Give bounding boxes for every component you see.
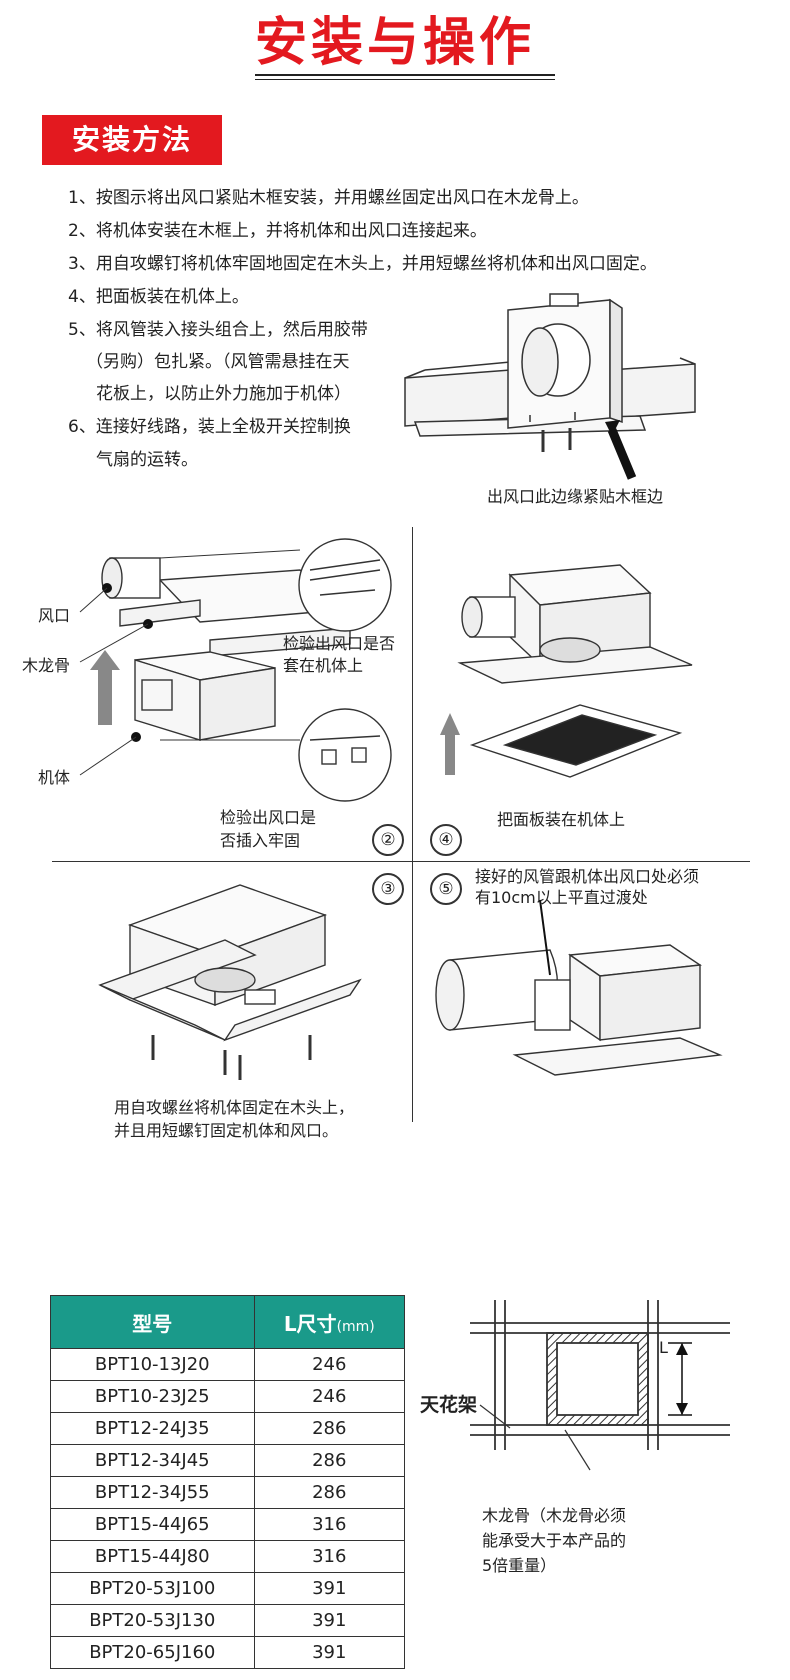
size-cell: 246 <box>253 1380 406 1413</box>
model-cell: BPT15-44J80 <box>50 1540 255 1573</box>
panel5-note-line1: 接好的风管跟机体出风口处必须 <box>475 867 700 886</box>
model-cell: BPT20-53J130 <box>50 1604 255 1637</box>
model-cell: BPT12-34J45 <box>50 1444 255 1477</box>
size-cell: 391 <box>253 1604 406 1637</box>
model-cell: BPT15-44J65 <box>50 1508 255 1541</box>
size-cell: 286 <box>253 1476 406 1509</box>
panel5-illustration <box>435 899 723 1076</box>
size-label: L尺寸 <box>283 1311 337 1336</box>
ceiling-frame-diagram <box>470 1300 730 1471</box>
step-3: 3、用自攻螺钉将机体牢固地固定在木头上，并用短螺丝将机体和出风口固定。 <box>68 254 657 274</box>
panel2-illustration <box>79 538 392 802</box>
panel-divider-horizontal <box>52 861 750 862</box>
size-unit: (mm) <box>336 1318 375 1335</box>
keel-note-line2: 能承受大于本产品的 <box>482 1531 627 1550</box>
check1-line1: 检验出风口是否 <box>283 634 396 653</box>
model-cell: BPT12-24J35 <box>50 1412 255 1445</box>
step-2: 2、将机体安装在木框上，并将机体和出风口连接起来。 <box>68 221 487 241</box>
size-cell: 286 <box>253 1444 406 1477</box>
size-cell: 286 <box>253 1412 406 1445</box>
size-cell: 316 <box>253 1540 406 1573</box>
model-cell: BPT10-23J25 <box>50 1380 255 1413</box>
step-6-line2: 气扇的运转。 <box>96 450 198 470</box>
keel-note-line1: 木龙骨（木龙骨必须 <box>482 1506 627 1525</box>
panel3-caption-line2: 并且用短螺钉固定机体和风口。 <box>114 1121 339 1140</box>
step-number-3: ③ <box>372 873 404 905</box>
panel3-illustration <box>98 884 362 1080</box>
step-4: 4、把面板装在机体上。 <box>68 287 249 307</box>
check2-line2: 否插入牢固 <box>220 831 301 850</box>
size-cell: 391 <box>253 1572 406 1605</box>
model-cell: BPT20-65J160 <box>50 1636 255 1669</box>
keel-note-line3: 5倍重量） <box>482 1556 557 1575</box>
step-5-line3: 花板上，以防止外力施加于机体） <box>96 384 351 404</box>
step-5-line1: 5、将风管装入接头组合上，然后用胶带 <box>68 320 368 340</box>
title-underline-thin <box>255 79 555 80</box>
model-cell: BPT10-13J20 <box>50 1348 255 1381</box>
panel3-caption-line1: 用自攻螺丝将机体固定在木头上， <box>114 1098 355 1117</box>
step-6-line1: 6、连接好线路，装上全极开关控制换 <box>68 417 351 437</box>
step-5-line2: （另购）包扎紧。（风管需悬挂在天 <box>86 352 350 372</box>
size-cell: 316 <box>253 1508 406 1541</box>
size-cell: 391 <box>253 1636 406 1669</box>
outlet-frame-illustration <box>404 293 696 480</box>
panel-divider-vertical <box>412 527 413 1122</box>
size-cell: 246 <box>253 1348 406 1381</box>
step-number-5: ⑤ <box>430 873 462 905</box>
panel5-note-line2: 有10cm以上平直过渡处 <box>475 888 648 907</box>
table-header-size: L尺寸(mm) <box>253 1295 406 1349</box>
label-keel: 木龙骨 <box>22 656 71 675</box>
label-outlet: 风口 <box>38 606 71 625</box>
check1-line2: 套在机体上 <box>283 656 364 675</box>
step-number-4: ④ <box>430 824 462 856</box>
model-cell: BPT20-53J100 <box>50 1572 255 1605</box>
ceiling-label: 天花架 <box>420 1394 478 1416</box>
check2-line1: 检验出风口是 <box>220 808 317 827</box>
title-underline <box>255 74 555 76</box>
panel4-illustration <box>440 564 693 778</box>
dimension-L-label: L <box>659 1338 668 1357</box>
step-1: 1、按图示将出风口紧贴木框安装，并用螺丝固定出风口在木龙骨上。 <box>68 188 589 208</box>
step-number-2: ② <box>372 824 404 856</box>
table-header-model: 型号 <box>50 1295 255 1349</box>
label-body: 机体 <box>38 768 71 787</box>
section-badge-install-method: 安装方法 <box>42 115 222 165</box>
outlet-edge-caption: 出风口此边缘紧贴木框边 <box>487 487 664 506</box>
panel4-caption: 把面板装在机体上 <box>497 810 626 829</box>
model-cell: BPT12-34J55 <box>50 1476 255 1509</box>
page-title: 安装与操作 <box>254 13 535 73</box>
